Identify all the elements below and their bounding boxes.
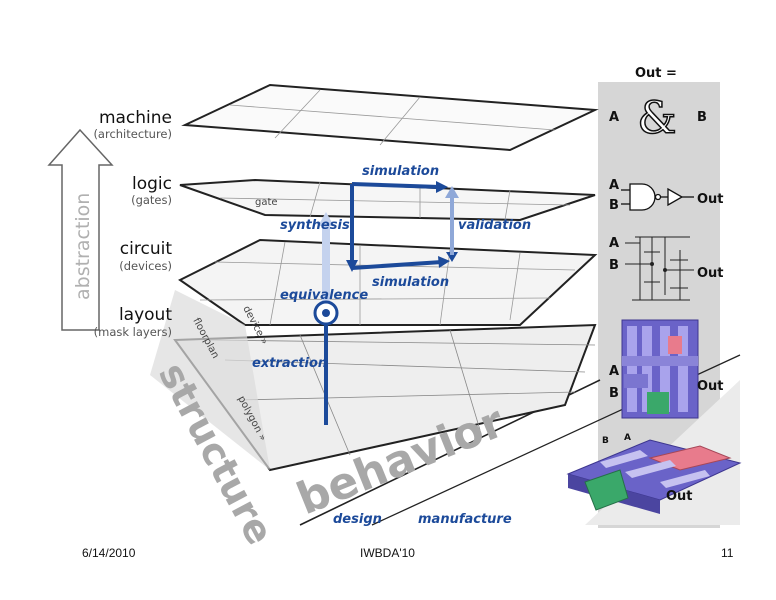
chip-a-label: A	[624, 433, 631, 443]
transistor-schematic-icon	[625, 236, 694, 301]
logic-plane	[179, 178, 596, 222]
simulation-bottom-label: simulation	[372, 275, 449, 290]
footer-date: 6/14/2010	[82, 546, 136, 560]
simulation-top-arrow	[351, 182, 441, 189]
simulation-top-label: simulation	[362, 164, 439, 179]
circuit-plane	[178, 238, 598, 326]
out-eq-label: Out =	[635, 66, 677, 81]
circuit-b-label: B	[609, 258, 619, 273]
machine-sub: (architecture)	[93, 127, 172, 141]
layout-b-label: B	[609, 386, 619, 401]
synthesis-label: synthesis	[280, 218, 350, 233]
validation-label: validation	[458, 218, 531, 233]
circuit-a-label: A	[609, 236, 619, 251]
validation-up-head	[445, 186, 459, 198]
manufacture-label: manufacture	[418, 512, 512, 527]
layout-title: layout	[119, 305, 172, 325]
design-label: design	[333, 512, 382, 527]
equivalence-target-icon	[313, 300, 339, 326]
circuit-sub: (devices)	[119, 259, 172, 273]
layout-sub: (mask layers)	[94, 325, 172, 339]
logic-sub: (gates)	[131, 193, 172, 207]
machine-plane	[181, 83, 599, 152]
layout-a-label: A	[609, 364, 619, 379]
simulation-bottom-arrow	[351, 260, 443, 270]
equivalence-up-head	[318, 212, 334, 226]
logic-out-label: Out	[697, 192, 724, 207]
ampersand-glyph: &	[637, 93, 676, 144]
arrow-heads	[346, 181, 458, 272]
footer-page-number: 11	[721, 546, 734, 560]
machine-b-label: B	[697, 110, 707, 125]
chip-3d-icon	[566, 439, 742, 514]
abstraction-arrow: abstraction	[47, 128, 114, 331]
circuit-out-label: Out	[697, 266, 724, 281]
equivalence-label: equivalence	[280, 288, 368, 303]
abstraction-label: abstraction	[72, 193, 94, 300]
equivalence-up-arrow	[322, 222, 330, 302]
machine-title: machine	[99, 108, 172, 128]
structure-zone	[150, 290, 270, 470]
nand-gate-icon	[621, 183, 694, 211]
logic-b-label: B	[609, 198, 619, 213]
cell-layout-icon	[621, 319, 699, 419]
footer-conference: IWBDA'10	[360, 546, 415, 560]
extraction-label: extraction	[252, 356, 327, 371]
layout-out-label: Out	[697, 379, 724, 394]
logic-a-label: A	[609, 178, 619, 193]
machine-a-label: A	[609, 110, 619, 125]
circuit-title: circuit	[120, 239, 173, 259]
chip-b-label: B	[602, 436, 609, 446]
chip-out-label: Out	[666, 489, 693, 504]
logic-plane-label: gate	[255, 197, 278, 208]
logic-title: logic	[132, 174, 172, 194]
